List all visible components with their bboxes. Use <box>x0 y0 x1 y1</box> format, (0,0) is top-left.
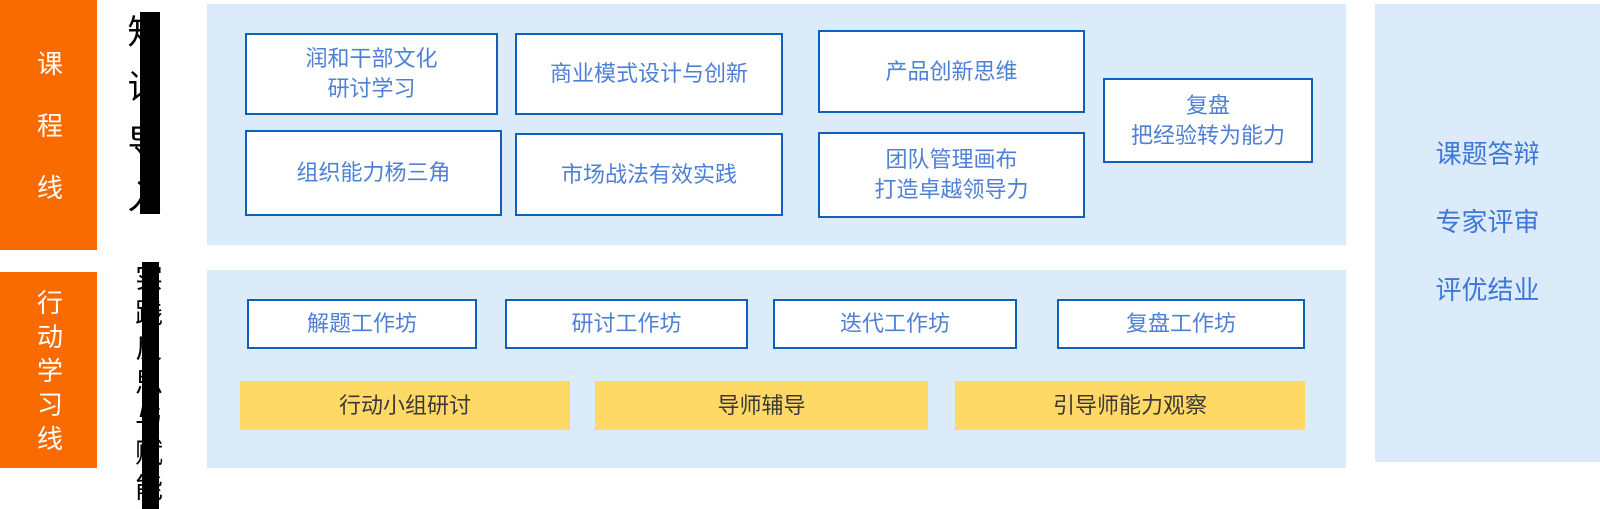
track-course-line-bar: 课程线 <box>0 0 97 250</box>
workshop-box-label: 研讨工作坊 <box>571 311 682 336</box>
course-box-label: 市场战法有效实践 <box>560 161 737 187</box>
activity-box-facilitator-observation: 引导师能力观察 <box>955 381 1305 430</box>
workshop-box-label: 复盘工作坊 <box>1125 311 1236 336</box>
track-action-learning-bar: 行动学习线 <box>0 272 97 468</box>
course-box-label: 产品创新思维 <box>885 58 1018 84</box>
course-box-label: 把经验转为能力 <box>1130 122 1285 148</box>
workshop-box-label: 解题工作坊 <box>306 311 417 336</box>
course-box-label: 润和干部文化 <box>305 46 438 71</box>
workshop-box-discussion: 研讨工作坊 <box>505 299 748 349</box>
course-box-label: 打造卓越领导力 <box>874 177 1029 202</box>
course-box-label: 复盘 <box>1185 92 1230 118</box>
outcome-item-graduation-awards: 评优结业 <box>1435 275 1540 305</box>
vertical-divider-bar-top <box>140 12 160 214</box>
course-box-label: 商业模式设计与创新 <box>549 61 748 86</box>
workshop-box-problem-solving: 解题工作坊 <box>247 299 477 349</box>
track-action-learning-label: 行动学习线 <box>33 289 64 459</box>
outcome-item-topic-defense: 课题答辩 <box>1435 139 1540 169</box>
activity-box-label: 引导师能力观察 <box>1052 392 1207 418</box>
course-box-culture-study: 润和干部文化 研讨学习 <box>245 33 498 115</box>
course-box-market-tactics: 市场战法有效实践 <box>515 133 783 216</box>
workshop-box-iteration: 迭代工作坊 <box>773 299 1017 349</box>
course-box-org-capability: 组织能力杨三角 <box>245 130 502 216</box>
activity-box-label: 行动小组研讨 <box>338 392 471 418</box>
outcome-panel: 课题答辩 专家评审 评优结业 <box>1375 4 1600 462</box>
activity-box-label: 导师辅导 <box>717 392 806 418</box>
workshop-box-label: 迭代工作坊 <box>839 311 950 336</box>
activity-box-mentor-coaching: 导师辅导 <box>595 381 928 430</box>
course-box-label: 团队管理画布 <box>885 147 1018 172</box>
vertical-divider-bar-bottom <box>142 262 159 509</box>
course-box-team-canvas: 团队管理画布 打造卓越领导力 <box>818 132 1085 218</box>
course-box-product-innovation: 产品创新思维 <box>818 30 1085 113</box>
course-box-review-experience: 复盘 把经验转为能力 <box>1103 78 1313 163</box>
activity-box-group-discussion: 行动小组研讨 <box>240 381 570 430</box>
course-box-business-model: 商业模式设计与创新 <box>515 33 783 115</box>
course-box-label: 研讨学习 <box>327 76 416 101</box>
workshop-box-review: 复盘工作坊 <box>1057 299 1305 349</box>
course-box-label: 组织能力杨三角 <box>296 160 451 185</box>
outcome-item-expert-review: 专家评审 <box>1435 207 1540 237</box>
track-course-line-label: 课程线 <box>33 50 64 236</box>
